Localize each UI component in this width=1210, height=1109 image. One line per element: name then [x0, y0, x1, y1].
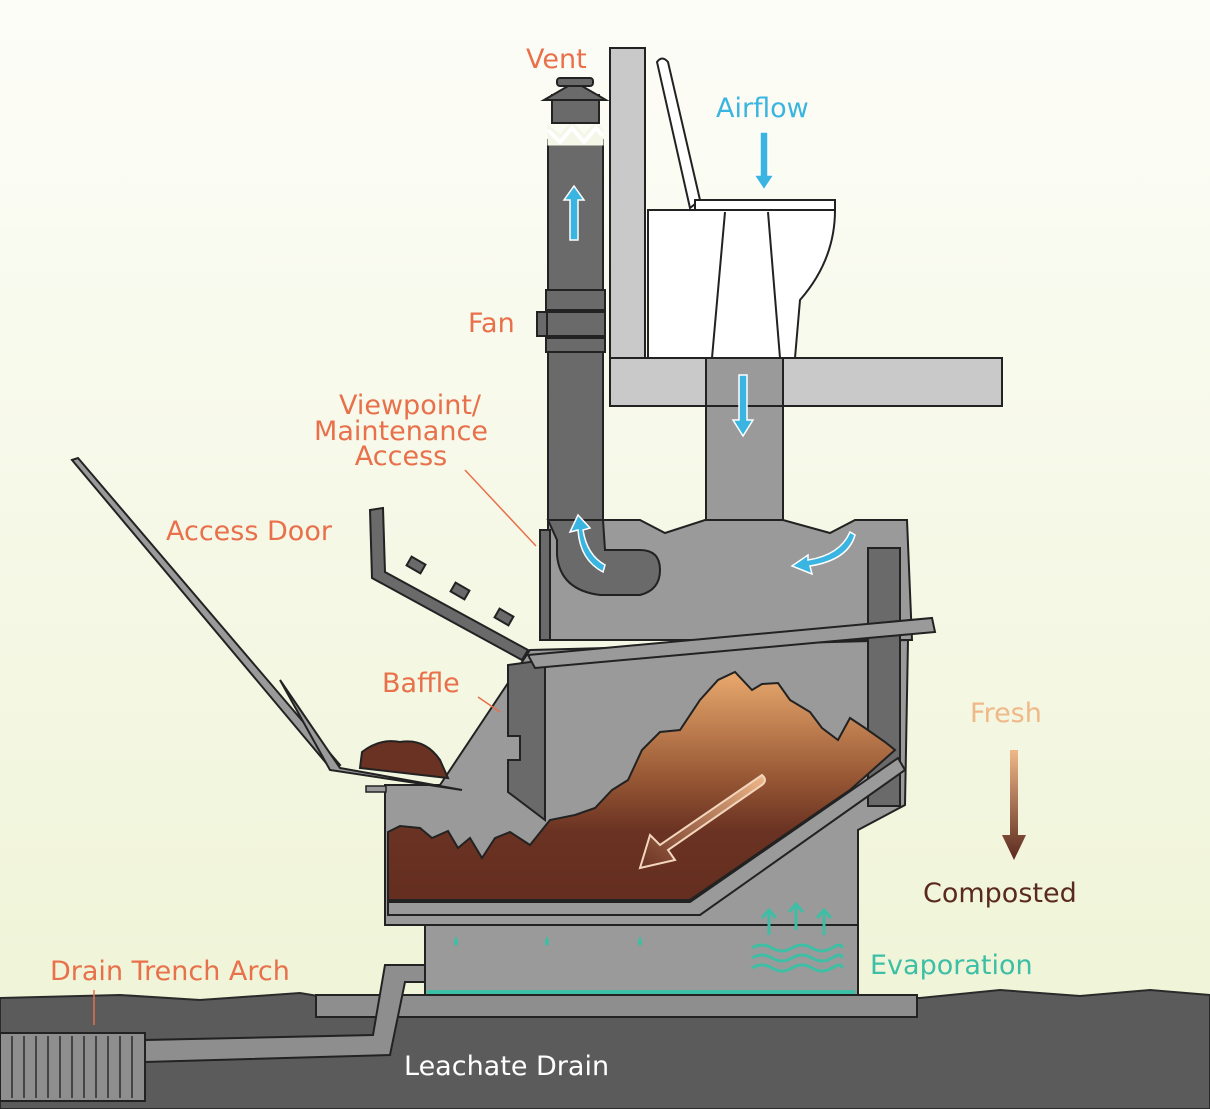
lower-tray-housing	[424, 924, 859, 996]
viewpoint-leader	[464, 469, 537, 547]
fresh-to-composted-arrow	[1002, 750, 1026, 860]
label-viewpoint-3: Access	[355, 441, 447, 472]
leachate-drain-pipe	[144, 964, 426, 1064]
label-evaporation: Evaporation	[870, 950, 1033, 981]
top-shelf	[526, 616, 937, 670]
label-fresh: Fresh	[970, 698, 1042, 729]
hopper-lid	[70, 456, 463, 793]
toilet	[647, 57, 837, 359]
platform	[315, 994, 918, 1018]
airflow-arrow-icon	[731, 374, 755, 438]
label-drain-trench-arch: Drain Trench Arch	[50, 956, 290, 987]
label-viewpoint-1: Viewpoint/	[339, 390, 482, 421]
compost-pile	[387, 670, 897, 901]
label-vent: Vent	[526, 44, 587, 75]
center-baffle	[507, 658, 546, 823]
access-door	[368, 506, 530, 662]
floor-slab	[609, 357, 1003, 407]
label-access-door: Access Door	[166, 516, 333, 547]
airflow-arrow-icon	[562, 184, 586, 241]
label-airflow: Airflow	[716, 93, 809, 124]
label-viewpoint-2: Maintenance	[314, 416, 488, 447]
label-composted: Composted	[923, 878, 1077, 909]
airflow-arrow-icon	[790, 530, 856, 576]
airflow-arrow-icon	[568, 513, 606, 574]
fan	[536, 289, 606, 353]
viewpoint-access-panel	[539, 529, 551, 641]
baffle-leader	[477, 696, 501, 713]
compost-flow-arrow	[638, 773, 766, 870]
leachate-drops	[454, 936, 642, 946]
airflow-arrow-icon	[752, 131, 776, 192]
wall	[609, 47, 646, 381]
label-fan: Fan	[468, 308, 515, 339]
vent-elbow	[546, 519, 662, 596]
drain-trench-arch	[0, 1032, 146, 1102]
label-baffle: Baffle	[382, 668, 460, 699]
ground	[0, 988, 1210, 1109]
label-leachate-drain: Leachate Drain	[404, 1051, 609, 1082]
evaporation-icon	[751, 901, 844, 973]
